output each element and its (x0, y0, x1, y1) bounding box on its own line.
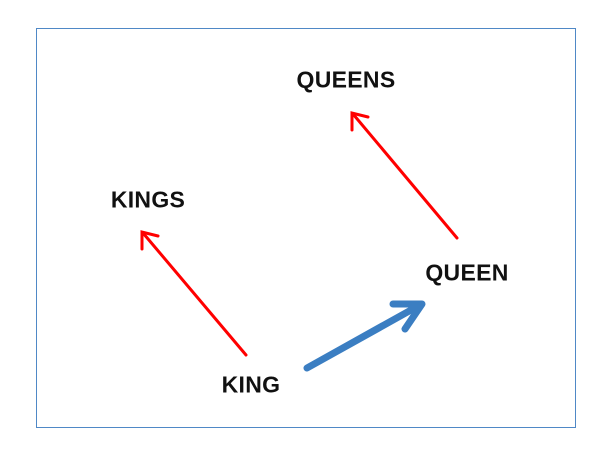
arrow-king-to-kings (140, 230, 248, 357)
arrow-queen-to-queens (350, 111, 459, 240)
label-queens: QUEENS (296, 66, 396, 93)
diagram-frame (36, 28, 576, 428)
label-queen: QUEEN (425, 259, 509, 286)
label-king: KING (221, 371, 281, 398)
arrow-king-to-queen (303, 300, 426, 372)
label-kings: KINGS (110, 186, 186, 213)
